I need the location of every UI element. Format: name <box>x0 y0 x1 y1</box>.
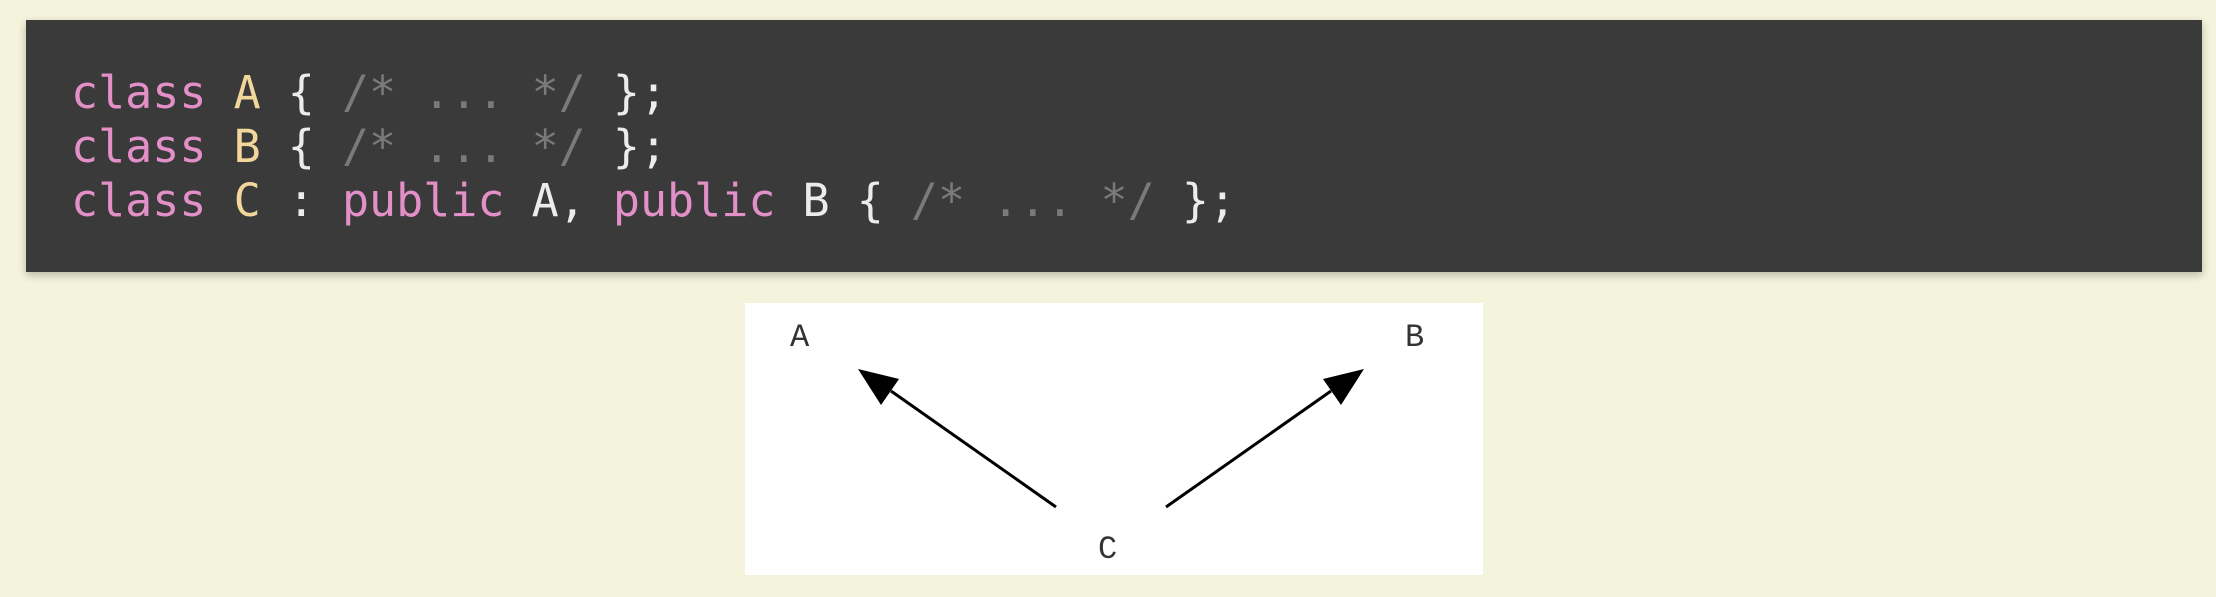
code-token: A, <box>504 174 613 227</box>
code-token: }; <box>585 120 668 173</box>
edge-c-to-a <box>890 389 1057 509</box>
comment-token: /* ... */ <box>341 66 586 119</box>
class-name-token: C <box>233 174 261 227</box>
code-token: { <box>260 66 342 119</box>
code-token: }; <box>585 66 668 119</box>
code-line: class A { /* ... */ }; <box>71 66 2202 120</box>
comment-token: /* ... */ <box>341 120 586 173</box>
node-a-label: A <box>790 319 810 356</box>
node-c-label: C <box>1098 531 1117 568</box>
code-token <box>206 174 233 227</box>
keyword-token: public <box>341 174 505 227</box>
code-token: { <box>260 120 342 173</box>
code-block: class A { /* ... */ }; class B { /* ... … <box>26 20 2202 272</box>
keyword-token: class <box>71 120 207 173</box>
keyword-token: class <box>71 66 207 119</box>
class-name-token: B <box>233 120 261 173</box>
inheritance-diagram: A B C <box>745 303 1483 575</box>
keyword-token: class <box>71 174 207 227</box>
inheritance-diagram-svg: A B C <box>790 319 1424 568</box>
code-line: class C : public A, public B { /* ... */… <box>71 174 2202 228</box>
code-token: : <box>260 174 342 227</box>
code-token <box>206 120 233 173</box>
code-token: }; <box>1154 174 1237 227</box>
node-b-label: B <box>1405 319 1424 356</box>
arrowhead-b-icon <box>1323 369 1364 405</box>
comment-token: /* ... */ <box>910 174 1155 227</box>
arrowhead-a-icon <box>858 369 899 405</box>
code-token: B { <box>775 174 911 227</box>
code-line: class B { /* ... */ }; <box>71 120 2202 174</box>
edge-c-to-b <box>1165 389 1332 509</box>
keyword-token: public <box>612 174 776 227</box>
class-name-token: A <box>233 66 261 119</box>
code-token <box>206 66 233 119</box>
